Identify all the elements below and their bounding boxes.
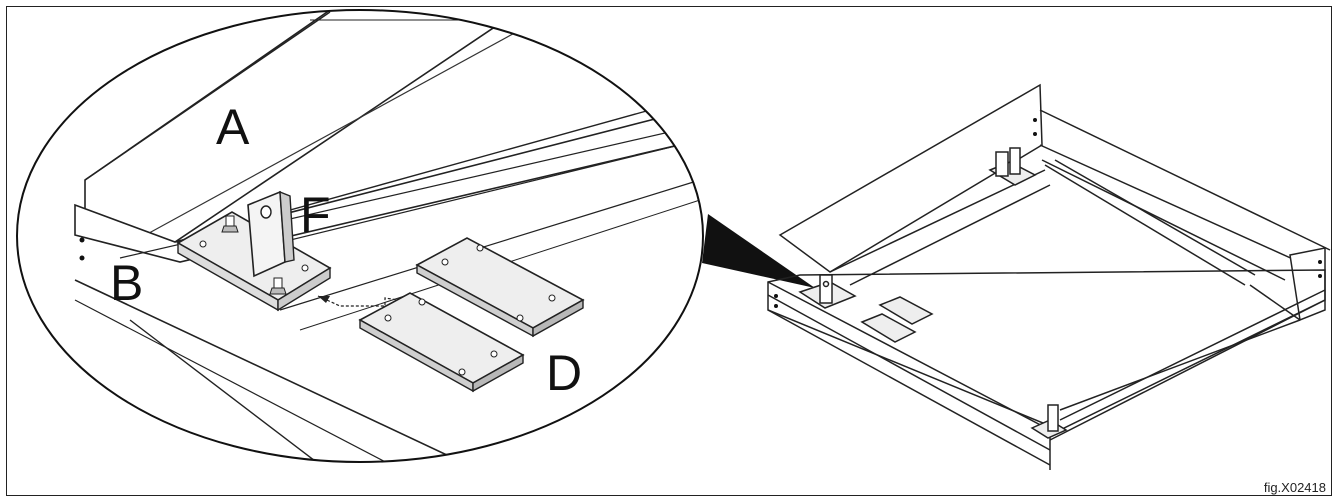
bracket-f-upright [247, 190, 286, 278]
frame-assembly [767, 83, 1331, 470]
zoom-circle [16, 9, 704, 463]
label-f: F [300, 187, 331, 243]
callout-pointer [702, 214, 815, 288]
label-b: B [110, 255, 143, 311]
zoom-detail [74, 10, 702, 462]
figure-frame [6, 6, 1332, 496]
frame-holes [774, 118, 1322, 308]
figure-caption: fig.X02418 [1263, 480, 1326, 495]
insert-arrow [317, 295, 399, 307]
bolt [269, 277, 287, 295]
label-a: A [216, 99, 250, 155]
bolt [221, 215, 239, 233]
shim-plate-d [415, 237, 585, 338]
label-d: D [546, 345, 582, 401]
shim-plate-d [358, 292, 525, 393]
